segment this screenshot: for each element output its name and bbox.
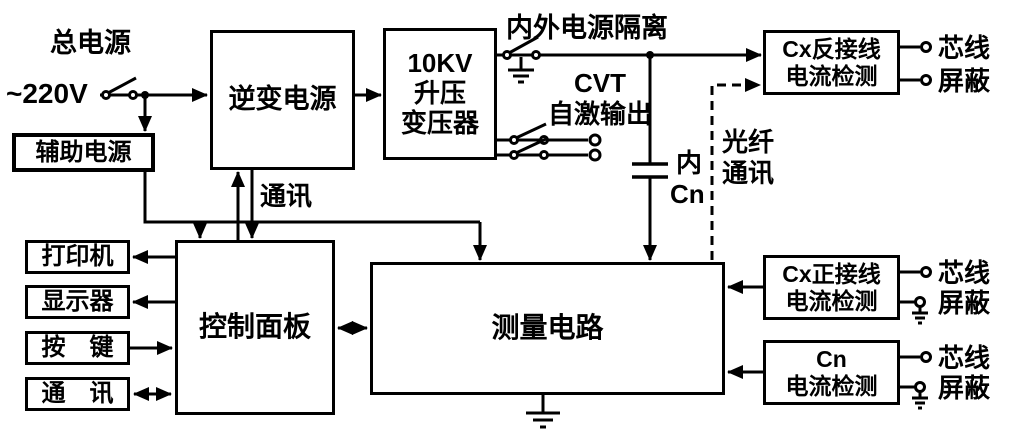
keys-box: 按 键 [25, 331, 130, 365]
inverter-box: 逆变电源 [210, 30, 355, 170]
switch-contact [509, 150, 519, 160]
shield-label-cx-reverse: 屏蔽 [938, 66, 991, 96]
switch-mains [101, 76, 138, 100]
output-terminal [588, 148, 602, 162]
keys-label: 按 键 [41, 334, 114, 362]
terminal-circle [914, 296, 926, 308]
control-panel-label: 控制面板 [198, 311, 311, 343]
control-panel-box: 控制面板 [175, 240, 335, 415]
switch-contact [509, 135, 519, 145]
aux-power-label: 辅助电源 [35, 138, 132, 166]
ground-isolation [508, 57, 534, 84]
switch-contact [531, 50, 541, 60]
comm-port-box: 通 讯 [25, 377, 130, 411]
terminal-circle [920, 74, 932, 86]
main-power-label: 总电源 [50, 28, 131, 58]
cx-forward-label-line1: Cx正接线 [782, 261, 881, 288]
measurement-label: 测量电路 [491, 312, 604, 344]
printer-box: 打印机 [25, 240, 130, 274]
comm-port-label: 通 讯 [41, 380, 114, 408]
terminal-circle [920, 351, 932, 363]
cx-reverse-label-line2: 电流检测 [785, 62, 878, 89]
cx-forward-detector-box: Cx正接线 电流检测 [763, 255, 900, 320]
isolation-label: 内外电源隔离 [506, 13, 668, 43]
core-label-cn: 芯线 [938, 343, 991, 373]
inner-cap-name-label: Cn [670, 179, 705, 209]
aux-power-box: 辅助电源 [12, 133, 155, 172]
fiber-label: 光纤 通讯 [722, 127, 774, 189]
switch-blade [515, 122, 547, 140]
cn-detect-label-line2: 电流检测 [785, 372, 878, 399]
cvt-label: CVT 自激输出 [540, 68, 660, 130]
ground-measurement [526, 395, 560, 429]
junction-dot [141, 91, 149, 99]
terminal-circle [914, 381, 926, 393]
transformer-label-line3: 变压器 [400, 107, 479, 138]
inverter-label: 逆变电源 [228, 84, 337, 115]
cx-reverse-detector-box: Cx反接线 电流检测 [763, 30, 900, 95]
voltage-label: ~220V [6, 78, 88, 109]
switch-blade [107, 76, 137, 95]
display-box: 显示器 [25, 285, 130, 319]
switch-cvt-output-2 [497, 137, 602, 162]
core-label-cx-reverse: 芯线 [938, 33, 991, 63]
terminals-cx-forward [900, 266, 932, 325]
switch-contact [539, 150, 549, 160]
terminal-circle [920, 41, 932, 53]
switch-blade [515, 137, 547, 155]
switch-contact [502, 50, 512, 60]
terminal-circle [920, 266, 932, 278]
cvt-label-line1: CVT [574, 68, 626, 98]
switch-isolation [502, 35, 541, 60]
cn-detect-label-line1: Cn [816, 346, 847, 373]
switch-contact [101, 90, 111, 100]
switch-blade [508, 35, 539, 55]
core-label-cx-forward: 芯线 [938, 258, 991, 288]
display-label: 显示器 [41, 288, 114, 316]
inner-cap-label: 内 [676, 148, 703, 178]
measurement-box: 测量电路 [370, 262, 725, 395]
cn-detector-box: Cn 电流检测 [763, 340, 900, 405]
transformer-label-line1: 10KV [407, 48, 473, 79]
output-terminal [588, 133, 602, 147]
fiber-label-line2: 通讯 [722, 158, 775, 189]
terminals-cn [900, 351, 932, 410]
terminals-cx-reverse [900, 41, 932, 86]
printer-label: 打印机 [41, 243, 114, 271]
transformer-label-line2: 升压 [413, 78, 466, 109]
capacitor-inner-cn [632, 55, 668, 261]
fiber-label-line1: 光纤 [722, 127, 775, 157]
shield-label-cx-forward: 屏蔽 [938, 288, 991, 318]
cvt-label-line2: 自激输出 [547, 99, 652, 130]
switch-contact [128, 90, 138, 100]
transformer-box: 10KV 升压 变压器 [383, 28, 497, 160]
comm-link-label: 通讯 [260, 181, 313, 211]
shield-label-cn: 屏蔽 [938, 373, 991, 403]
cx-reverse-label-line1: Cx反接线 [782, 36, 881, 63]
wire-aux-rail [143, 172, 480, 224]
cx-forward-label-line2: 电流检测 [785, 287, 878, 314]
